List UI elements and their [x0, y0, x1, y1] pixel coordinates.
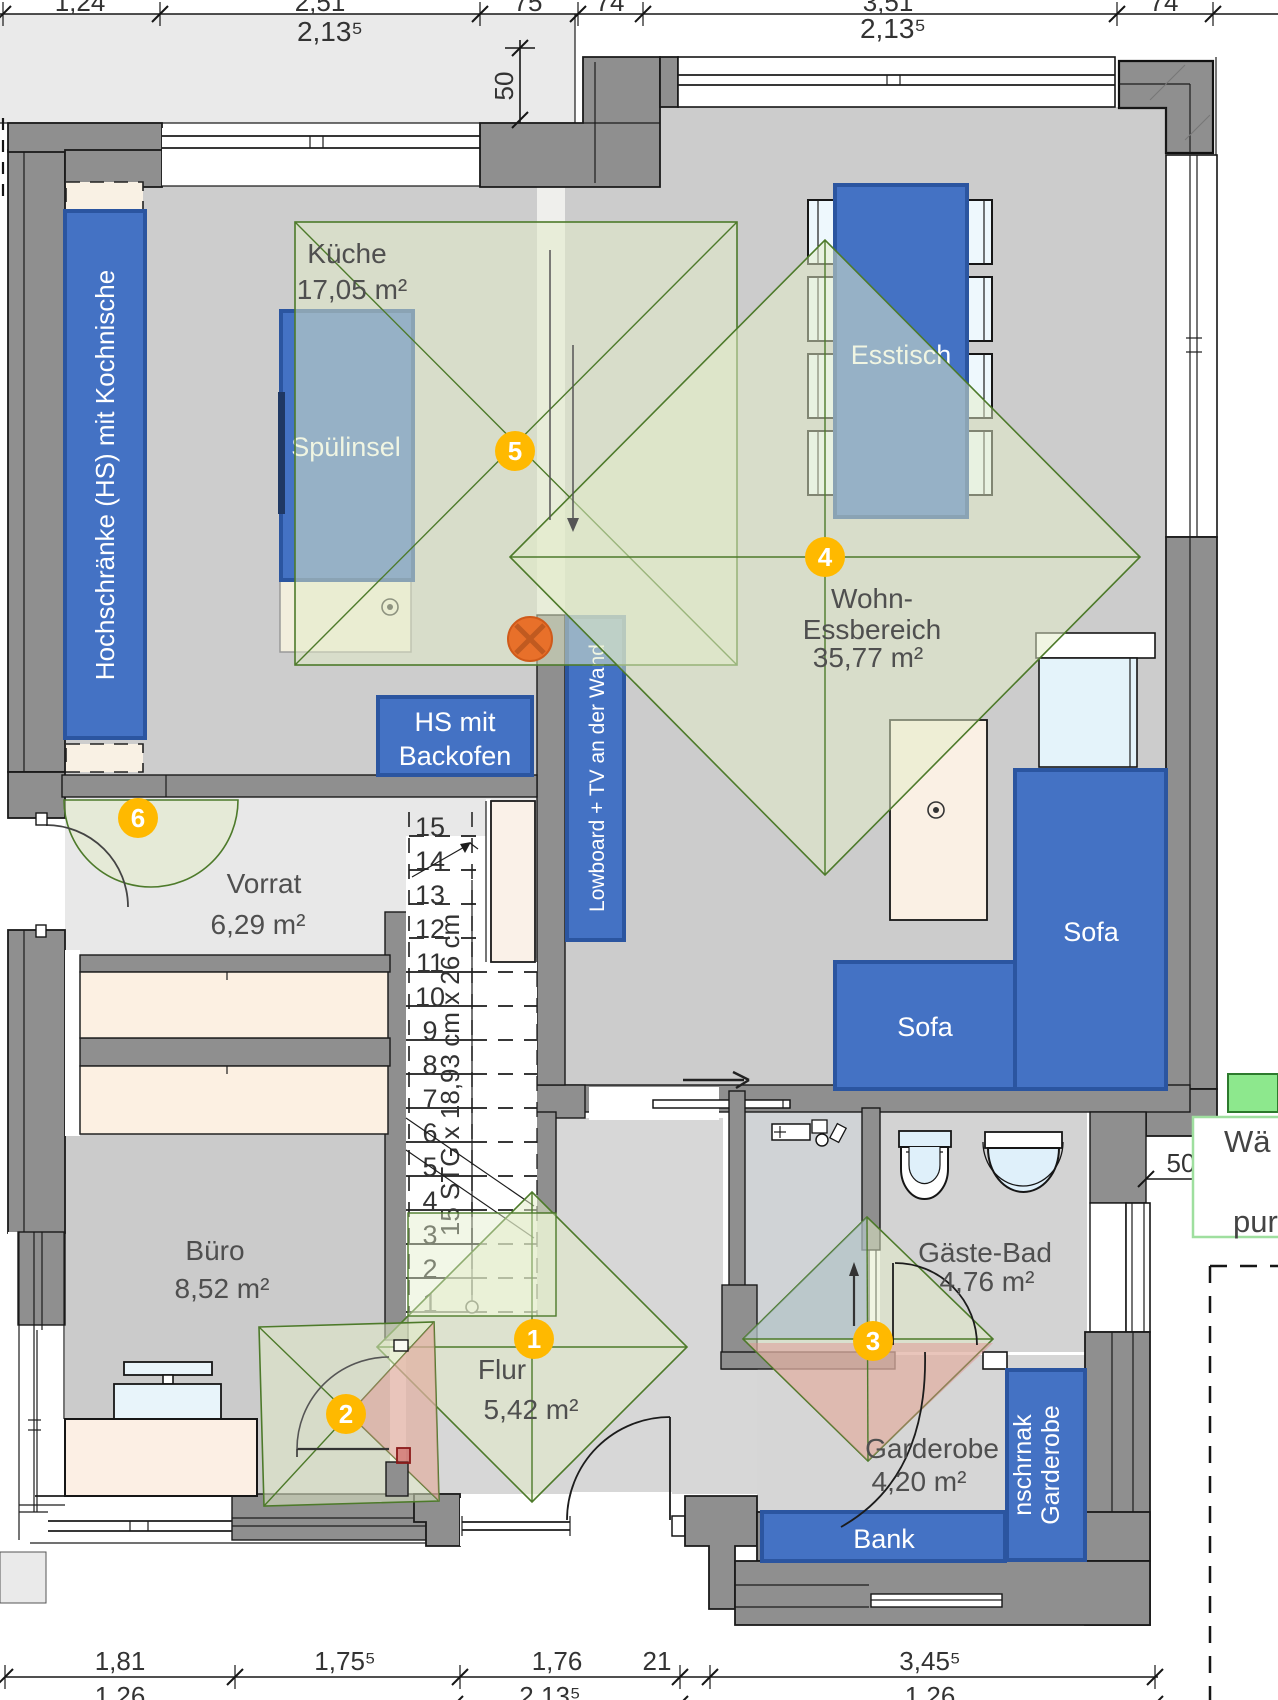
svg-text:Wä: Wä [1224, 1124, 1271, 1159]
svg-text:11: 11 [416, 948, 444, 978]
svg-text:12: 12 [415, 914, 445, 944]
svg-text:35,77 m²: 35,77 m² [813, 642, 924, 673]
svg-text:6: 6 [131, 803, 145, 833]
svg-text:2,13⁵: 2,13⁵ [297, 16, 363, 47]
svg-text:1,75⁵: 1,75⁵ [314, 1646, 375, 1676]
svg-text:5: 5 [508, 436, 522, 466]
svg-text:Garderobe: Garderobe [1037, 1405, 1065, 1525]
svg-text:HS mit: HS mit [415, 707, 496, 737]
svg-text:Wohn-: Wohn- [831, 583, 913, 614]
svg-text:74: 74 [1150, 0, 1179, 17]
svg-text:8: 8 [422, 1050, 437, 1080]
svg-text:3,51: 3,51 [863, 0, 914, 17]
svg-text:50: 50 [489, 72, 519, 101]
svg-text:Flur: Flur [478, 1354, 526, 1385]
svg-text:17,05 m²: 17,05 m² [297, 274, 408, 305]
svg-text:6,29 m²: 6,29 m² [211, 909, 306, 940]
svg-text:50: 50 [1167, 1148, 1196, 1178]
svg-text:6: 6 [422, 1118, 437, 1148]
svg-text:15 STG x 18,93 cm x 26 cm: 15 STG x 18,93 cm x 26 cm [435, 914, 465, 1236]
svg-text:nschrnak: nschrnak [1009, 1414, 1037, 1516]
svg-text:74: 74 [596, 0, 625, 17]
svg-text:pur: pur [1233, 1204, 1278, 1239]
svg-text:75: 75 [514, 0, 543, 17]
svg-text:Gäste-Bad: Gäste-Bad [918, 1237, 1052, 1268]
svg-text:3,45⁵: 3,45⁵ [899, 1646, 960, 1676]
svg-text:Vorrat: Vorrat [227, 868, 302, 899]
svg-text:2,51: 2,51 [295, 0, 346, 17]
svg-text:4,76 m²: 4,76 m² [940, 1266, 1035, 1297]
svg-text:Lowboard + TV an der Wand: Lowboard + TV an der Wand [586, 644, 609, 912]
svg-text:Garderobe: Garderobe [865, 1433, 999, 1464]
svg-text:2,13⁵: 2,13⁵ [519, 1681, 580, 1700]
svg-text:3: 3 [866, 1326, 880, 1356]
svg-text:15: 15 [415, 812, 445, 842]
svg-text:Hochschränke (HS) mit Kochnisc: Hochschränke (HS) mit Kochnische [90, 270, 120, 680]
svg-text:Backofen: Backofen [399, 741, 512, 771]
svg-text:9: 9 [422, 1016, 437, 1046]
svg-text:13: 13 [415, 880, 445, 910]
svg-text:Sofa: Sofa [1063, 917, 1120, 947]
svg-text:1,26: 1,26 [95, 1681, 146, 1700]
svg-text:3: 3 [422, 1220, 437, 1250]
svg-text:1,76: 1,76 [532, 1646, 583, 1676]
svg-text:1,24: 1,24 [55, 0, 106, 17]
svg-text:2: 2 [422, 1254, 437, 1284]
svg-text:8,52 m²: 8,52 m² [175, 1273, 270, 1304]
svg-text:4,20 m²: 4,20 m² [872, 1466, 967, 1497]
svg-text:Bank: Bank [853, 1524, 915, 1554]
svg-text:5,42 m²: 5,42 m² [484, 1394, 579, 1425]
svg-text:2: 2 [339, 1399, 353, 1429]
svg-text:2,13⁵: 2,13⁵ [860, 13, 926, 44]
svg-text:Essbereich: Essbereich [803, 614, 942, 645]
svg-text:4: 4 [818, 542, 833, 572]
svg-text:10: 10 [415, 982, 445, 1012]
svg-text:21: 21 [643, 1646, 672, 1676]
svg-text:Büro: Büro [185, 1235, 244, 1266]
svg-text:4: 4 [422, 1186, 437, 1216]
svg-text:1,26: 1,26 [905, 1681, 956, 1700]
svg-text:1,81: 1,81 [95, 1646, 146, 1676]
svg-text:1: 1 [527, 1324, 541, 1354]
svg-text:Küche: Küche [307, 238, 386, 269]
svg-text:Sofa: Sofa [897, 1012, 954, 1042]
svg-text:7: 7 [422, 1084, 437, 1114]
